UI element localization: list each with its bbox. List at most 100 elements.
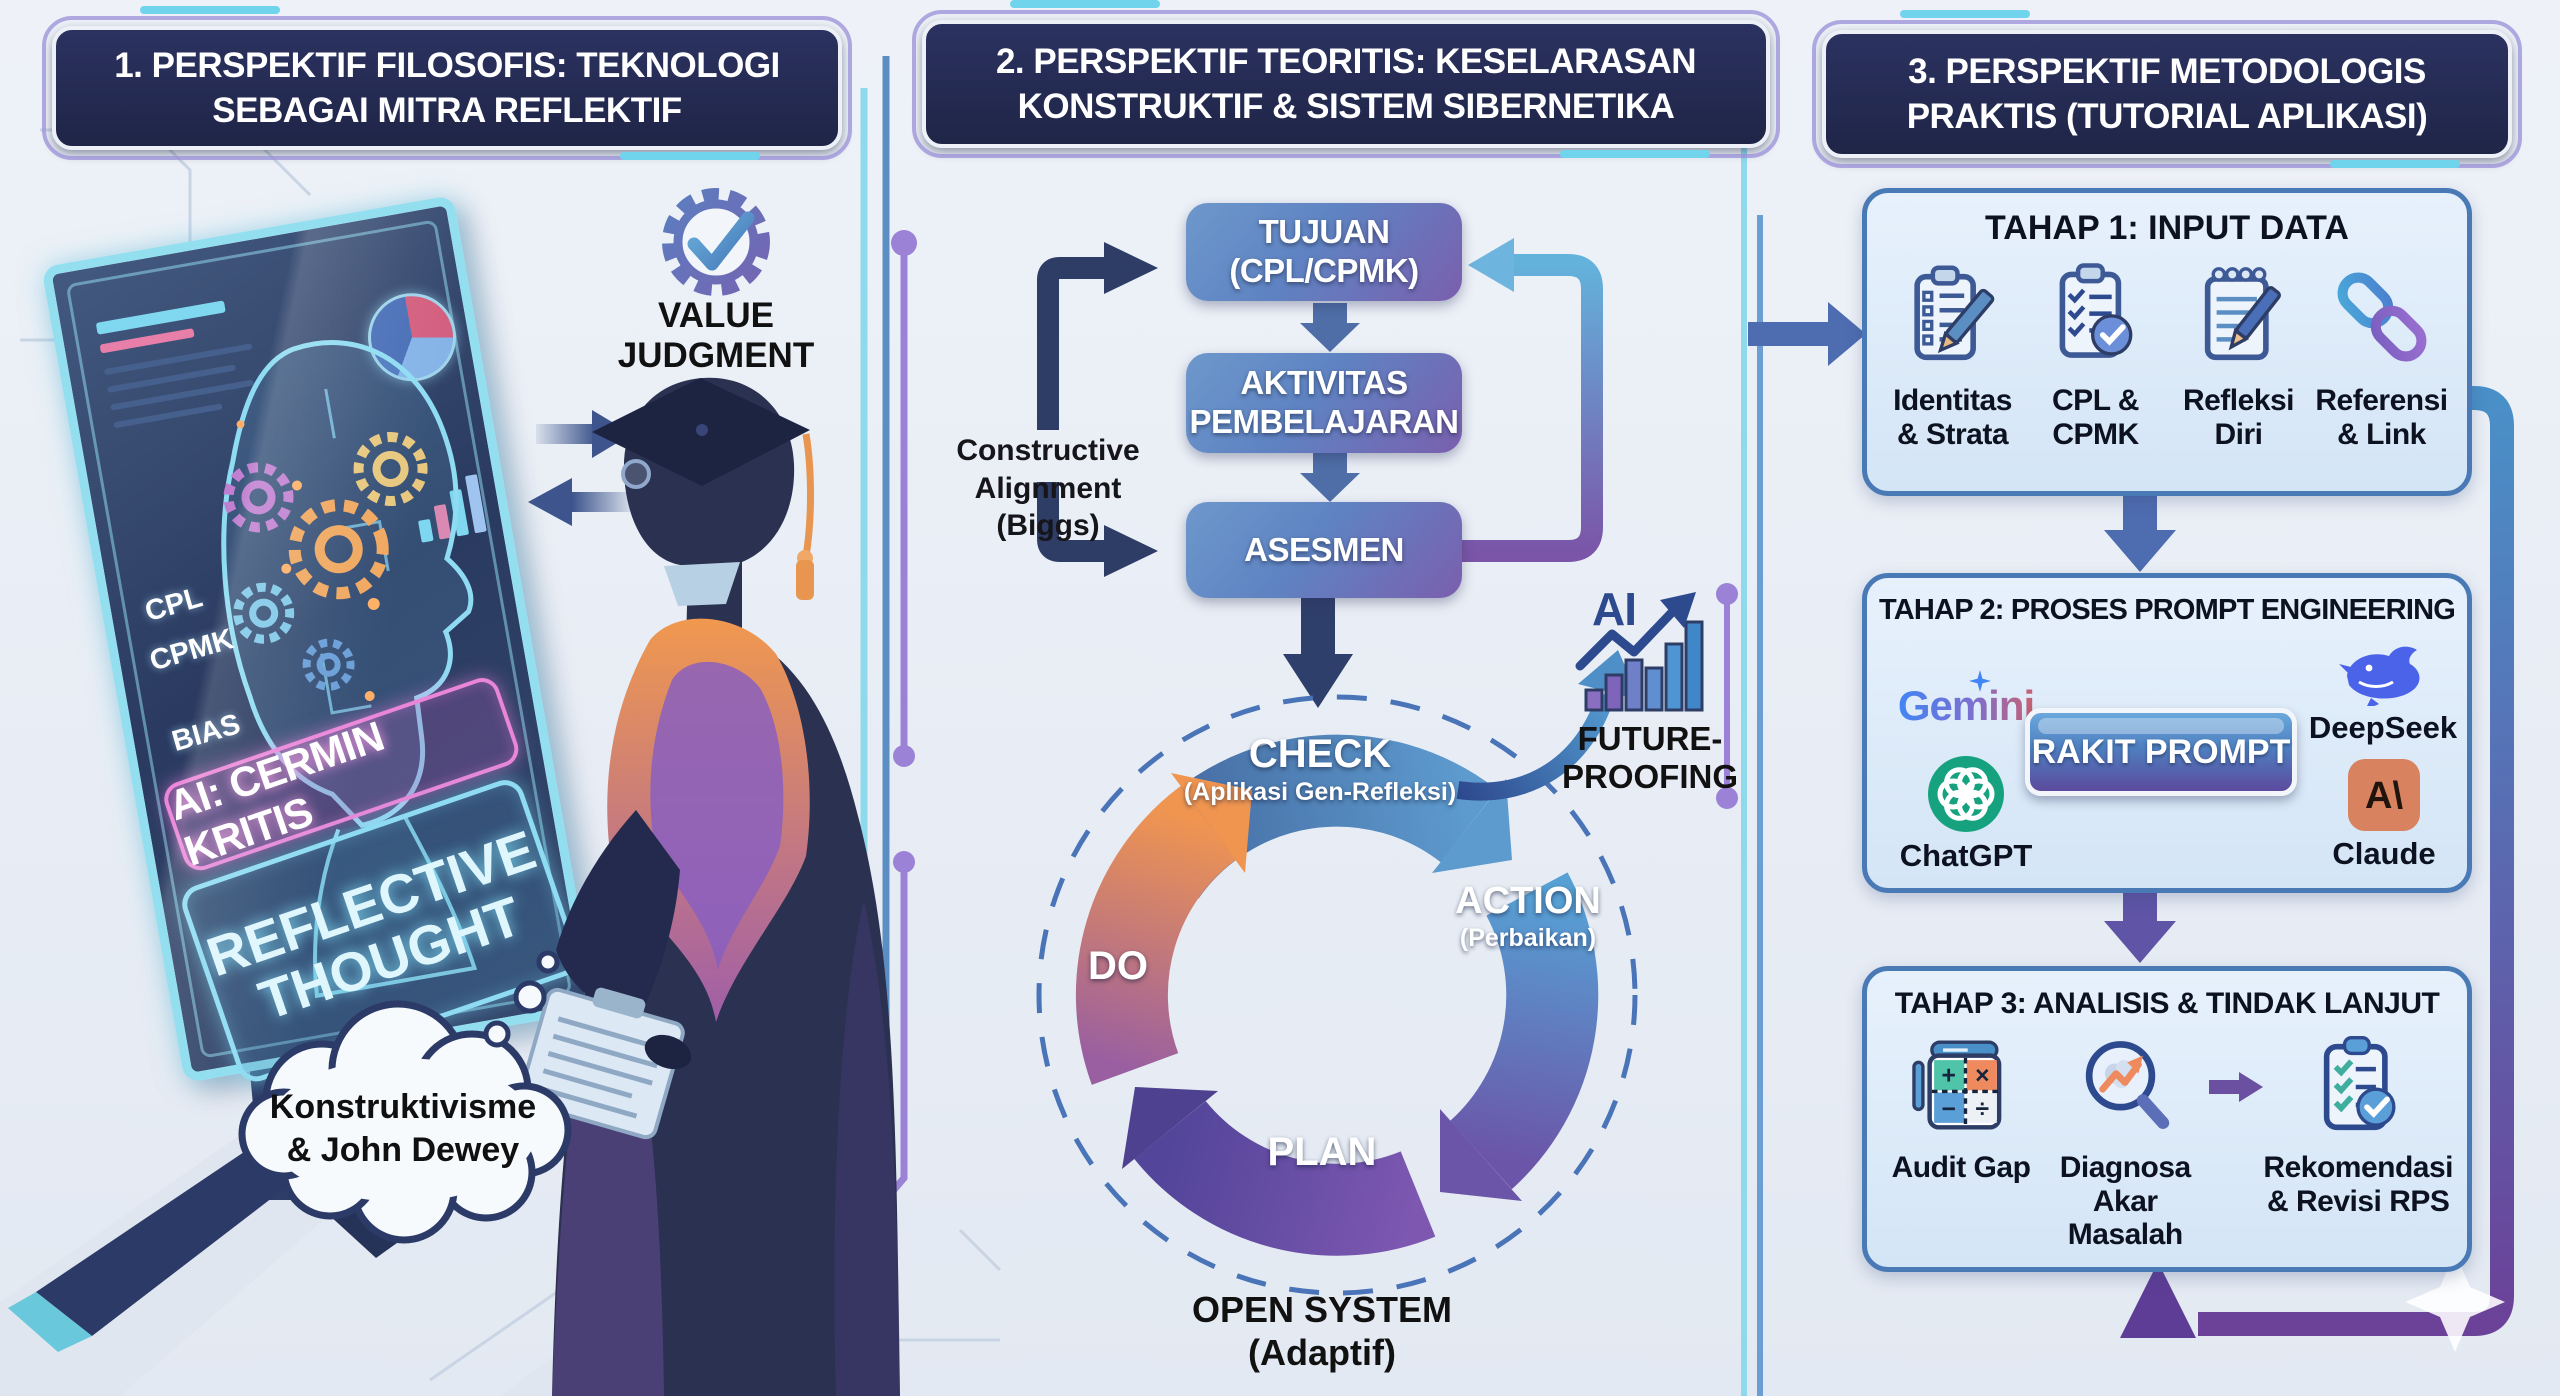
asesmen-to-cycle-arrow: [1283, 598, 1353, 708]
pdca-do-arrowhead: [1171, 773, 1252, 873]
tahap3-item-audit: + ×−÷ Audit Gap: [1881, 1031, 2041, 1185]
tahap1-item-label: CPL & CPMK: [2052, 384, 2139, 451]
cap-button: [696, 424, 708, 436]
deepseek-label: DeepSeek: [2308, 710, 2458, 745]
tassel-end: [796, 560, 814, 600]
chatgpt-icon: [1928, 756, 2004, 832]
thought-cloud: [238, 950, 572, 1244]
thought-bubble: [536, 950, 560, 974]
gemini-wordmark: Gemini: [1897, 682, 2035, 729]
pdca-action-label: ACTION: [1455, 880, 1601, 922]
checklist-check-icon: [2059, 263, 2132, 358]
gown-shading-right: [834, 900, 900, 1396]
sleeve: [556, 810, 680, 1016]
tahap1-box: TAHAP 1: INPUT DATA Identitas & S: [1862, 188, 2472, 496]
pdca-check-sublabel: (Aplikasi Gen-Refleksi): [1183, 778, 1457, 806]
deepseek-logo-block: DeepSeek: [2308, 638, 2458, 746]
pdca-plan-arc: [1134, 1100, 1436, 1256]
flow-box-aktivitas: AKTIVITAS PEMBELAJARAN: [1186, 353, 1462, 453]
cloud-label: Konstruktivisme & John Dewey: [269, 1088, 537, 1169]
svg-text:A\: A\: [2365, 775, 2403, 817]
header1-accent-top: [140, 6, 280, 14]
pdca-action-sublabel: (Perbaikan): [1459, 924, 1597, 952]
pdca-check-arrowhead: [1432, 779, 1512, 873]
pdca-do-label: DO: [1088, 944, 1148, 988]
sparkle-icon: [2405, 1252, 2505, 1352]
ai-growth-arrowhead: [1660, 592, 1696, 628]
tahap-loop-arrowhead: [2120, 1262, 2196, 1338]
tahap1-to-tahap2-arrow: [2104, 489, 2176, 572]
tahap2-title: TAHAP 2: PROSES PROMPT ENGINEERING: [1879, 594, 2456, 626]
tahap1-item-referensi: Referensi & Link: [2310, 258, 2453, 451]
tahap1-item-label: Refleksi Diri: [2182, 384, 2295, 451]
tahap2-box: TAHAP 2: PROSES PROMPT ENGINEERING Gemin…: [1862, 573, 2472, 893]
flow-box-asesmen: ASESMEN: [1186, 502, 1462, 598]
chatgpt-logo-block: ChatGPT: [1899, 754, 2033, 874]
chatgpt-label: ChatGPT: [1899, 838, 2033, 873]
tahap1-item-label: Identitas & Strata: [1893, 384, 2012, 451]
graduate-figure: [518, 377, 900, 1396]
tahap3-item-label: Rekomendasi & Revisi RPS: [2263, 1151, 2453, 1218]
pdca-dashed-circle: [1036, 694, 1638, 1296]
tahap1-title: TAHAP 1: INPUT DATA: [1985, 209, 2349, 247]
pdca-action-arrowhead: [1440, 1109, 1522, 1201]
recommendation-checklist-icon: [2324, 1036, 2396, 1131]
alignment-arrowhead-bottom: [1104, 525, 1158, 577]
ai-mirror-screen: CPL CPMK BIAS AI: CERMIN KRITIS REFLECTI…: [41, 194, 597, 1087]
deepseek-icon: [2339, 646, 2420, 706]
header-panel2: 2. PERSPEKTIF TEORITIS: KESELARASAN KONS…: [912, 10, 1780, 158]
diagnose-magnifier-icon: [2086, 1041, 2170, 1129]
claude-logo-block: A\ Claude: [2319, 758, 2449, 872]
tahap3-item-label: Audit Gap: [1891, 1151, 2031, 1184]
pdca-ring: [1075, 734, 1599, 1256]
claude-label: Claude: [2332, 836, 2436, 871]
tahap3-item-label: Diagnosa Akar Masalah: [2059, 1151, 2192, 1252]
value-judgment-icon: [662, 188, 770, 296]
notepad-pencil-icon: [2204, 267, 2281, 361]
header2-accent-bottom: [1560, 150, 1710, 158]
pdca-do-arc: [1075, 786, 1237, 1085]
thought-bubble: [483, 1020, 511, 1048]
svg-text:+: +: [1941, 1063, 1955, 1090]
rakit-prompt-button[interactable]: RAKIT PROMPT: [2025, 708, 2297, 796]
tahap-loop-line: [2198, 386, 2514, 1336]
tahap3-box: TAHAP 3: ANALISIS & TINDAK LANJUT + ×−÷ A…: [1862, 966, 2472, 1272]
exchange-arrow-left: [528, 478, 630, 526]
tahap3-item-diagnosa: Diagnosa Akar Masalah: [2041, 1031, 2209, 1252]
svg-text:÷: ÷: [1976, 1096, 1990, 1123]
tahap1-item-refleksi: Refleksi Diri: [2167, 258, 2310, 451]
tahap3-title: TAHAP 3: ANALISIS & TINDAK LANJUT: [1894, 987, 2440, 1020]
flow-down-arrows: [1300, 303, 1360, 502]
header2-accent-top: [1010, 0, 1160, 8]
ai-growth-arrow-line: [1575, 601, 1683, 671]
glasses-icon: [621, 459, 651, 489]
thought-bubble: [513, 980, 547, 1014]
svg-text:×: ×: [1975, 1063, 1989, 1090]
alignment-bracket: [1037, 257, 1104, 562]
feedback-loop: [1462, 254, 1603, 562]
cap-tassel-cord: [802, 433, 814, 557]
collar: [664, 562, 740, 606]
tahap1-item-identitas: Identitas & Strata: [1881, 258, 2024, 451]
open-system-label: OPEN SYSTEM (Adaptif): [1191, 1289, 1453, 1374]
ai-growth-chart-icon: [1584, 620, 1704, 712]
mirror-head-art: [221, 340, 478, 999]
tahap1-item-cpl: CPL & CPMK: [2024, 258, 2167, 451]
svg-text:−: −: [1941, 1096, 1955, 1123]
feedback-loop-arrowhead: [1468, 238, 1514, 292]
gear-icons: [223, 431, 428, 691]
pdca-action-arc: [1449, 872, 1599, 1190]
header-panel3: 3. PERSPEKTIF METODOLOGIS PRAKTIS (TUTOR…: [1812, 20, 2522, 168]
future-proofing-label: FUTURE- PROOFING: [1562, 720, 1739, 795]
clipboard-pencil-icon: [1913, 265, 1994, 361]
header3-accent-top: [1900, 10, 2030, 18]
tahap3-item-rekomendasi: Rekomendasi & Revisi RPS: [2263, 1031, 2453, 1218]
diagnosa-to-rekomendasi-arrow: [2209, 1072, 2264, 1102]
gemini-logo: Gemini: [1881, 670, 2051, 730]
claude-icon: A\: [2348, 759, 2420, 831]
alignment-label: Constructive Alignment (Biggs): [956, 434, 1140, 542]
header-panel1: 1. PERSPEKTIF FILOSOFIS: TEKNOLOGI SEBAG…: [42, 16, 852, 160]
tahap-entry-arrow: [1748, 302, 1866, 366]
hood-drape-purple: [650, 661, 784, 970]
